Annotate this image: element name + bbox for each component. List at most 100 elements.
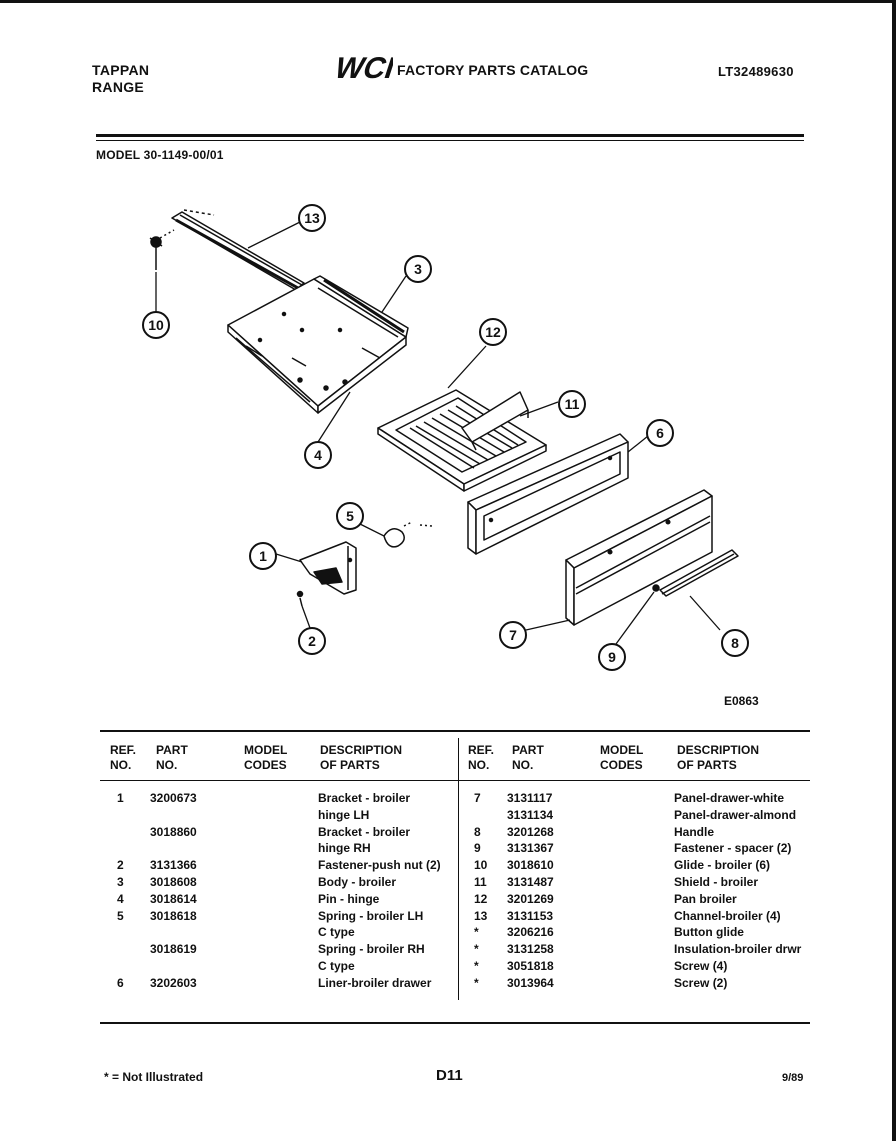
- table-cell: Fastener - spacer (2): [674, 841, 792, 856]
- table-cell: 8: [474, 824, 481, 839]
- table-cell: 3131258: [507, 942, 554, 957]
- callout-5: 5: [346, 508, 354, 524]
- table-cell: C type: [318, 925, 355, 940]
- table-cell: 3131367: [507, 841, 554, 856]
- part-9-spacer: [652, 584, 660, 592]
- table-cell: C type: [318, 958, 355, 973]
- table-cell: Fastener-push nut (2): [318, 858, 441, 873]
- callout-1: 1: [259, 548, 267, 564]
- part-1-bracket: [299, 541, 357, 595]
- part-6-liner: [467, 433, 629, 555]
- catalog-code: LT32489630: [718, 64, 794, 79]
- table-cell: 3018860: [150, 824, 197, 839]
- table-cell: [117, 807, 124, 824]
- right-ref-column: 7 8 9 10 11 12 13 * * * *: [474, 790, 487, 992]
- table-cell: hinge LH: [318, 807, 370, 822]
- table-cell: 3201268: [507, 824, 554, 839]
- table-cell: *: [474, 958, 479, 973]
- table-cell: [117, 941, 124, 958]
- callout-11: 11: [565, 396, 580, 412]
- table-cell: [150, 840, 197, 857]
- table-cell: 3018608: [150, 874, 197, 889]
- table-cell: Bracket - broiler: [318, 791, 411, 805]
- table-cell: Spring - broiler LH: [318, 908, 424, 923]
- header-model: MODEL CODES: [244, 743, 288, 772]
- table-cell: 2: [117, 858, 124, 873]
- table-cell: 3018614: [150, 891, 197, 906]
- scan-border-right: [892, 0, 896, 1141]
- part-12-pan: [377, 389, 547, 492]
- part-13-channel: [171, 209, 305, 291]
- logo-text: WCI: [331, 52, 393, 82]
- table-cell: 3131117: [507, 791, 553, 805]
- table-cell: 3018618: [150, 908, 197, 923]
- table-cell: Liner-broiler drawer: [318, 975, 432, 990]
- table-cell: 3202603: [150, 975, 197, 990]
- left-desc-column: Bracket - broiler hinge LH Bracket - bro…: [318, 790, 441, 992]
- header-desc-right: DESCRIPTION OF PARTS: [677, 743, 760, 772]
- table-cell: 3018619: [150, 942, 197, 957]
- header-part: PART NO.: [156, 743, 188, 772]
- table-cell: 3206216: [507, 925, 554, 940]
- table-cell: 3131134: [507, 807, 554, 822]
- table-cell: [150, 807, 197, 824]
- callout-3: 3: [414, 261, 422, 277]
- table-cell: *: [474, 925, 479, 940]
- callout-2: 2: [308, 633, 316, 649]
- header-model-right: MODEL CODES: [600, 743, 644, 772]
- table-bottom-rule: [100, 1022, 810, 1024]
- header-ref-right: REF. NO.: [468, 743, 495, 772]
- right-part-column: 3131117 3131134 3201268 3131367 3018610 …: [507, 790, 554, 992]
- table-cell: [150, 924, 197, 941]
- page-number: D11: [436, 1067, 463, 1084]
- brand-name: TAPPAN: [92, 62, 150, 78]
- part-5-spring: [383, 521, 433, 548]
- right-desc-column: Panel-drawer-white Panel-drawer-almond H…: [674, 790, 801, 992]
- table-cell: 5: [117, 908, 124, 923]
- part-2-push-nut: [296, 590, 304, 607]
- table-cell: [150, 958, 197, 975]
- callout-7: 7: [509, 627, 517, 643]
- figure-code: E0863: [724, 694, 759, 708]
- table-cell: 3200673: [150, 791, 197, 805]
- part-11-shield: [461, 391, 529, 451]
- table-cell: 3201269: [507, 891, 554, 906]
- wci-logo: WCI: [331, 52, 393, 82]
- header-rule: [96, 134, 804, 137]
- table-cell: Insulation-broiler drwr: [674, 942, 802, 957]
- table-cell: 3051818: [507, 958, 554, 973]
- table-cell: *: [474, 975, 479, 990]
- table-cell: [117, 924, 124, 941]
- table-cell: 3131153: [507, 908, 554, 923]
- header-part-right: PART NO.: [512, 743, 544, 772]
- table-cell: 13: [474, 908, 488, 923]
- catalog-title: FACTORY PARTS CATALOG: [397, 62, 589, 78]
- table-cell: 3131366: [150, 858, 197, 873]
- callout-12: 12: [485, 324, 501, 340]
- table-cell: 12: [474, 891, 488, 906]
- table-divider: [458, 738, 459, 1000]
- table-cell: [474, 807, 487, 824]
- table-cell: Pan broiler: [674, 891, 737, 906]
- table-cell: [117, 840, 124, 857]
- callout-8: 8: [731, 635, 739, 651]
- table-cell: 3: [117, 874, 124, 889]
- part-10-glide: [149, 229, 175, 270]
- callout-6: 6: [656, 425, 664, 441]
- callout-13: 13: [304, 210, 320, 226]
- exploded-parts-diagram: 13 3 10 12 11 4 6 5 1 2 7 9 8: [142, 204, 749, 671]
- part-8-handle: [659, 549, 739, 597]
- callouts: 13 3 10 12 11 4 6 5 1 2 7 9 8: [142, 204, 749, 671]
- print-date: 9/89: [782, 1072, 804, 1084]
- part-7-panel: [565, 489, 713, 626]
- left-ref-column: 1 2 3 4 5 6: [117, 790, 124, 992]
- table-cell: 3131487: [507, 874, 554, 889]
- table-cell: 9: [474, 841, 481, 856]
- table-cell: Screw (4): [674, 958, 728, 973]
- table-cell: 10: [474, 858, 488, 873]
- table-cell: *: [474, 942, 479, 957]
- table-cell: Spring - broiler RH: [318, 942, 425, 957]
- table-cell: Screw (2): [674, 975, 728, 990]
- table-cell: [117, 824, 124, 841]
